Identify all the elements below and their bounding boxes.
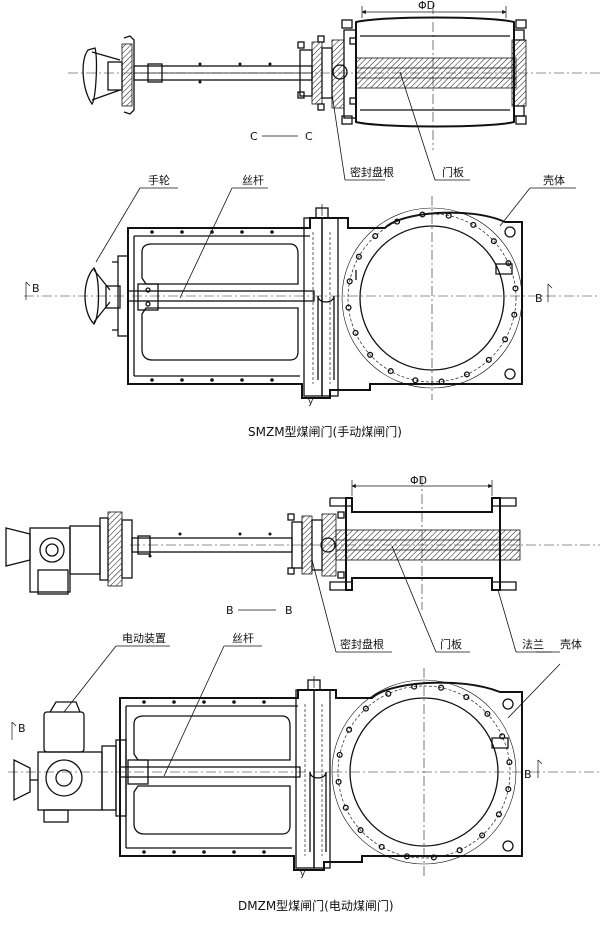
frame-bolt bbox=[232, 700, 236, 704]
bolt-hole bbox=[362, 705, 369, 712]
bolt-hole bbox=[499, 733, 506, 740]
svg-text:y: y bbox=[308, 397, 314, 407]
svg-text:B: B bbox=[32, 282, 40, 295]
dimension-label-2: ΦD bbox=[410, 474, 427, 487]
bolt-hole bbox=[463, 371, 470, 378]
frame-bolt bbox=[202, 700, 206, 704]
frame-bolt bbox=[262, 700, 266, 704]
bolt-hole bbox=[485, 356, 492, 363]
bolt-hole bbox=[490, 238, 497, 245]
label-lead-screw: 丝杆 bbox=[242, 173, 264, 187]
front-view-manual: 手轮 丝杆 壳体 bbox=[24, 173, 600, 439]
frame-bolt bbox=[202, 850, 206, 854]
label-gate-plate-2: 门板 bbox=[440, 637, 462, 651]
bolt-hole bbox=[445, 212, 452, 219]
bolt-hole bbox=[394, 218, 401, 225]
caption-smzm: SMZM型煤闸门(手动煤闸门) bbox=[248, 424, 402, 439]
bolt-hole bbox=[512, 285, 519, 292]
svg-text:B: B bbox=[226, 604, 234, 617]
frame-bolt bbox=[142, 850, 146, 854]
frame-bolt bbox=[172, 850, 176, 854]
bolt-hole bbox=[495, 811, 502, 818]
bolt-hole bbox=[346, 726, 353, 733]
top-view-manual: ΦD C C 密封盘根 门板 bbox=[68, 0, 600, 181]
label-handwheel: 手轮 bbox=[148, 173, 170, 187]
bolt-hole bbox=[511, 311, 518, 318]
bolt-hole bbox=[345, 304, 352, 311]
label-electric-device: 电动装置 bbox=[122, 632, 166, 645]
svg-text:C: C bbox=[250, 130, 258, 143]
frame-bolt bbox=[180, 378, 184, 382]
bolt-hole bbox=[403, 853, 410, 860]
bolt-hole bbox=[419, 211, 426, 218]
bolt-hole bbox=[412, 377, 419, 384]
frame-bolt bbox=[270, 378, 274, 382]
bolt-hole bbox=[470, 221, 477, 228]
caption-dmzm: DMZM型煤闸门(电动煤闸门) bbox=[238, 898, 394, 913]
frame-bolt bbox=[210, 378, 214, 382]
bolt-hole bbox=[367, 351, 374, 358]
frame-bolt bbox=[240, 378, 244, 382]
bolt-hole bbox=[378, 843, 385, 850]
label-seal-packing-2: 密封盘根 bbox=[340, 637, 384, 651]
bolt-hole bbox=[430, 854, 437, 861]
top-view-electric: ΦD B B 密封盘根 门板 法兰 壳体 bbox=[5, 474, 600, 653]
svg-text:B: B bbox=[18, 722, 26, 735]
bolt-hole bbox=[505, 260, 512, 267]
frame-bolt bbox=[150, 230, 154, 234]
dimension-phiD-top: ΦD bbox=[361, 0, 507, 18]
section-mark-c: C C bbox=[250, 130, 313, 143]
bolt-hole bbox=[463, 694, 470, 701]
bolt-hole bbox=[387, 368, 394, 375]
flange-bolts bbox=[345, 211, 519, 385]
label-gate-plate: 门板 bbox=[442, 165, 464, 179]
bolt-hole bbox=[342, 804, 349, 811]
frame-bolt bbox=[180, 230, 184, 234]
bolts-row bbox=[198, 62, 272, 84]
bolt-hole bbox=[438, 378, 445, 385]
valve-body-top bbox=[341, 4, 527, 150]
svg-text:y: y bbox=[300, 869, 306, 879]
label-flange: 法兰 bbox=[522, 637, 544, 651]
bolt-hole bbox=[502, 336, 509, 343]
bolt-hole bbox=[484, 710, 491, 717]
label-lead-screw-2: 丝杆 bbox=[232, 631, 254, 645]
label-housing-2: 壳体 bbox=[560, 637, 582, 651]
bolt-hole bbox=[506, 759, 513, 766]
label-housing: 壳体 bbox=[543, 173, 565, 187]
bolt-hole bbox=[357, 827, 364, 834]
bolt-hole bbox=[372, 233, 379, 240]
front-view-electric: 电动装置 丝杆 y bbox=[8, 631, 600, 913]
seal-packing-top bbox=[297, 29, 357, 119]
svg-text:B: B bbox=[524, 768, 532, 781]
bolt-hole bbox=[346, 278, 353, 285]
frame-bolt bbox=[150, 378, 154, 382]
frame-bolt bbox=[172, 700, 176, 704]
label-seal-packing: 密封盘根 bbox=[350, 165, 394, 179]
bolt-hole bbox=[352, 329, 359, 336]
bolt-hole bbox=[411, 683, 418, 690]
bolt-hole bbox=[355, 253, 362, 260]
dimension-label: ΦD bbox=[418, 0, 435, 12]
bolt-hole bbox=[385, 690, 392, 697]
frame-bolt bbox=[240, 230, 244, 234]
frame-bolt bbox=[232, 850, 236, 854]
bolt-hole bbox=[505, 786, 512, 793]
frame-bolt bbox=[262, 850, 266, 854]
svg-text:B: B bbox=[535, 292, 543, 305]
handwheel-top bbox=[82, 35, 135, 115]
bolt-hole bbox=[438, 684, 445, 691]
frame-bolt bbox=[270, 230, 274, 234]
bolt-hole bbox=[335, 778, 342, 785]
bolt-hole bbox=[479, 832, 486, 839]
frame-bolt bbox=[210, 230, 214, 234]
frame-bolt bbox=[142, 700, 146, 704]
svg-text:C: C bbox=[305, 130, 313, 143]
svg-text:B: B bbox=[285, 604, 293, 617]
bolt-hole bbox=[336, 751, 343, 758]
bolt-hole bbox=[456, 847, 463, 854]
